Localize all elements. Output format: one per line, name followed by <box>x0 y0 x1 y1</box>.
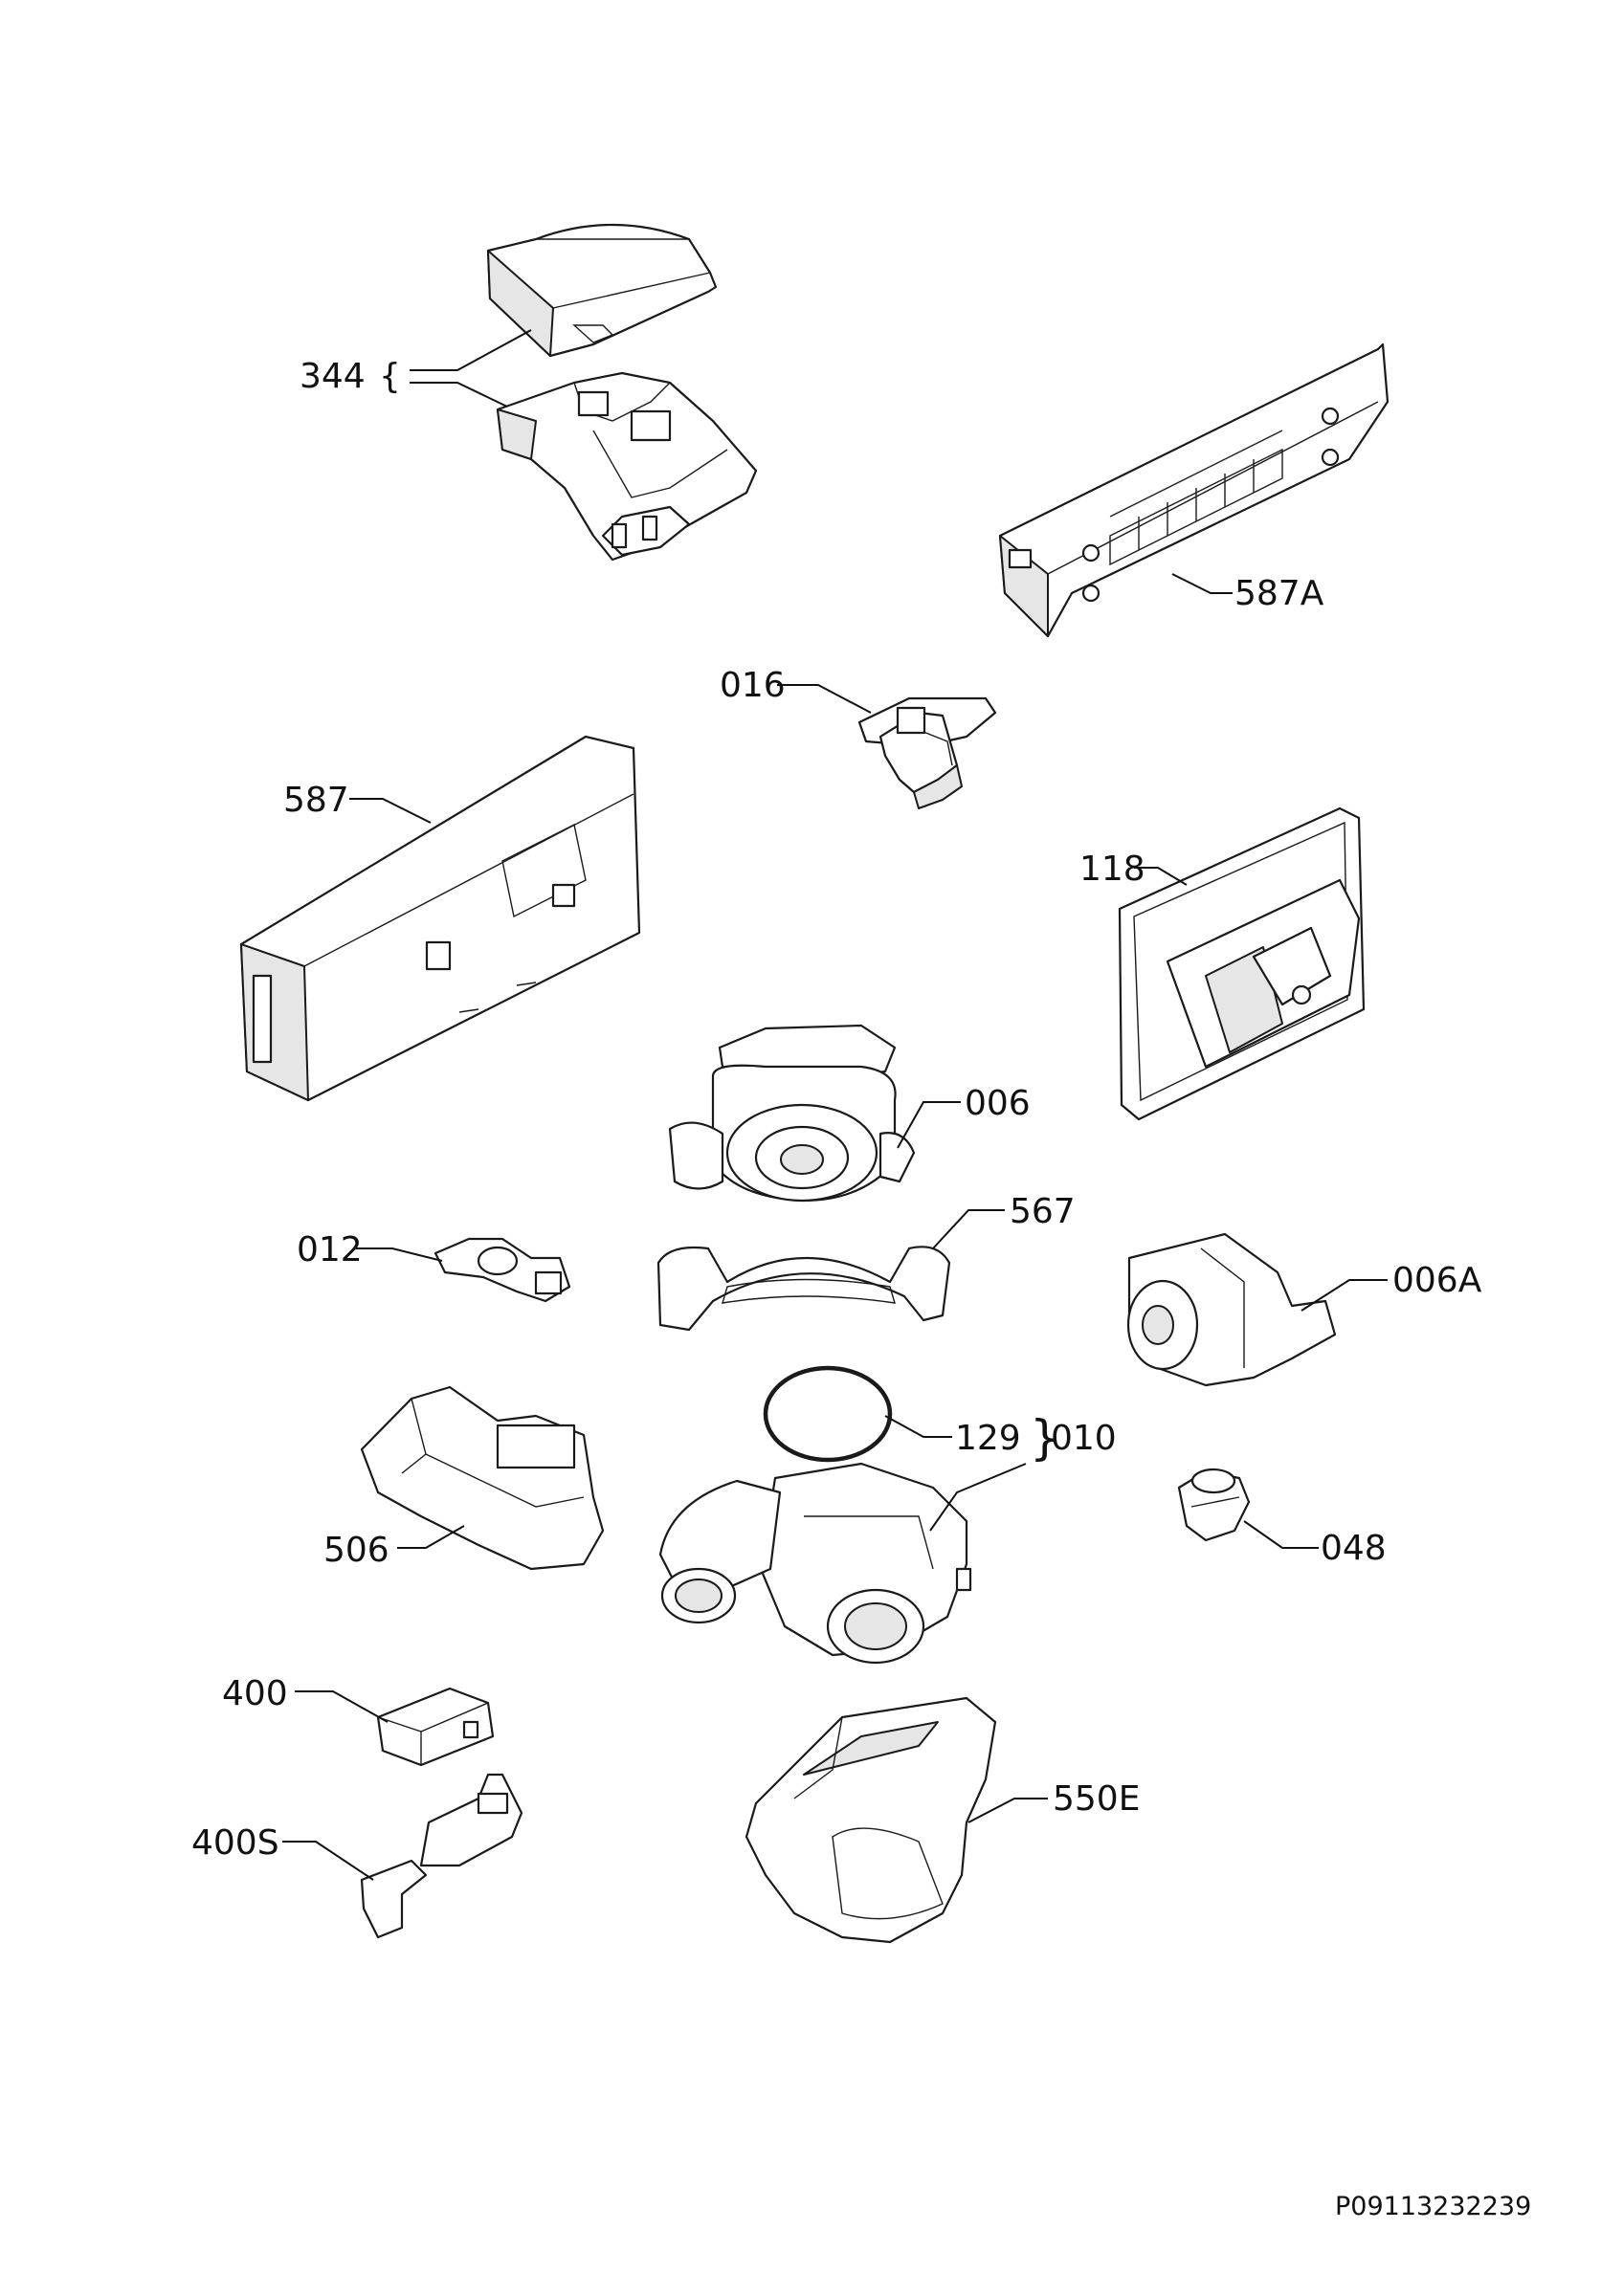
part-344-control-unit <box>486 223 758 562</box>
label-012: 012 <box>297 1230 363 1269</box>
label-344: 344 <box>300 357 366 396</box>
part-118-sump-box <box>1118 806 1366 1121</box>
label-129: 129 <box>955 1419 1021 1458</box>
leader-129 <box>884 1415 952 1438</box>
part-048-sensor <box>1177 1468 1251 1542</box>
part-344-board <box>496 371 758 562</box>
leader-006A <box>1301 1279 1388 1312</box>
part-400-module <box>376 1687 495 1767</box>
leader-550E <box>967 1798 1048 1823</box>
label-550E: 550E <box>1053 1779 1140 1819</box>
leader-010 <box>929 1463 1027 1532</box>
label-118: 118 <box>1079 850 1145 889</box>
leader-344-lower <box>410 382 508 408</box>
part-587A-slots <box>1109 430 1283 566</box>
part-006A-drain-pump <box>1126 1232 1337 1387</box>
label-587A: 587A <box>1234 574 1324 613</box>
label-006A: 006A <box>1392 1261 1482 1300</box>
leader-012 <box>356 1247 443 1262</box>
leader-587 <box>349 798 432 824</box>
brace-344: { <box>379 357 401 396</box>
leader-400S <box>282 1841 374 1881</box>
leader-006 <box>897 1101 961 1149</box>
leader-587A <box>1171 573 1233 594</box>
part-400S-bracket <box>360 1773 523 1939</box>
label-400S: 400S <box>191 1823 279 1863</box>
part-587-module <box>239 735 641 1102</box>
leader-567 <box>932 1209 1005 1249</box>
part-506-tray <box>360 1385 605 1571</box>
label-587: 587 <box>283 781 349 820</box>
label-016: 016 <box>720 666 786 705</box>
part-006-pump <box>668 1024 916 1203</box>
part-587A-bracket <box>998 342 1390 638</box>
leader-400 <box>295 1690 389 1723</box>
brace-010: } <box>1030 1410 1060 1466</box>
part-344-cover <box>486 223 718 358</box>
part-016-door-lock <box>857 696 997 809</box>
leader-506 <box>397 1525 465 1549</box>
label-506: 506 <box>323 1531 389 1570</box>
label-010: 010 <box>1051 1419 1117 1458</box>
leader-118 <box>1134 867 1188 886</box>
label-567: 567 <box>1010 1192 1076 1231</box>
leader-048 <box>1243 1520 1319 1549</box>
part-129-gasket <box>763 1365 893 1463</box>
document-number: P09113232239 <box>1335 2192 1531 2221</box>
part-567-clamp <box>656 1246 951 1332</box>
leader-016 <box>777 684 872 714</box>
part-550E-cover <box>745 1696 997 1944</box>
label-400: 400 <box>222 1674 288 1713</box>
part-010-pump-housing <box>658 1462 972 1665</box>
label-006: 006 <box>965 1084 1031 1123</box>
leader-344-upper <box>410 329 532 371</box>
part-012-valve <box>434 1237 571 1303</box>
label-048: 048 <box>1321 1529 1387 1568</box>
